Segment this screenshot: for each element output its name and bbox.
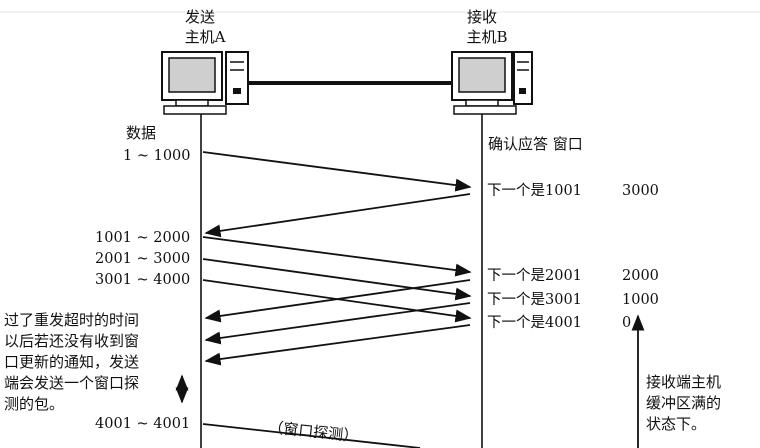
host-b-computer-icon [451,51,533,115]
ack-window-3: 1000 [622,292,659,308]
ack-window-1: 3000 [622,183,659,199]
sender-segment-probe: 4001 ~ 4001 [95,416,190,432]
sender-segment-1: 1001 ~ 2000 [95,230,190,246]
host-a-label-line1: 发送 [185,8,215,26]
host-a-label-line2: 主机A [185,28,226,46]
probe-arrow [202,423,421,448]
host-b-label-line1: 接收 [467,8,497,26]
sender-segment-first: 1 ~ 1000 [123,148,191,164]
ack-arrow-4 [204,324,471,366]
data-arrow-2 [202,236,472,277]
receiver-buffer-note: 接收端主机 缓冲区满的 状态下。 [646,373,722,433]
sender-timeout-note: 过了重发超时的时间 以后若还没有收到窗 口更新的通知，发送 端会发送一个窗口探 … [4,311,140,413]
host-a-computer-icon [161,51,249,115]
sender-segment-2: 2001 ~ 3000 [95,251,190,267]
ack-text-4: 下一个是4001 [487,314,582,331]
data-arrow-1 [202,151,472,192]
receiver-header: 确认应答 窗口 [488,135,583,153]
window-probe-label: （窗口探测） [268,418,359,445]
ack-text-2: 下一个是2001 [487,267,582,284]
ack-arrow-3 [204,302,471,345]
ack-text-3: 下一个是3001 [487,291,582,308]
sender-data-label: 数据 [126,124,156,142]
ack-text-1: 下一个是1001 [487,182,582,199]
data-arrow-3 [202,258,472,301]
host-b-label-line2: 主机B [466,28,507,46]
sender-segment-3: 3001 ~ 4000 [95,272,190,288]
ack-window-2: 2000 [622,268,659,284]
ack-window-4: 0 [622,315,631,331]
ack-arrow-1 [204,193,471,238]
ack-arrow-2 [204,279,471,323]
